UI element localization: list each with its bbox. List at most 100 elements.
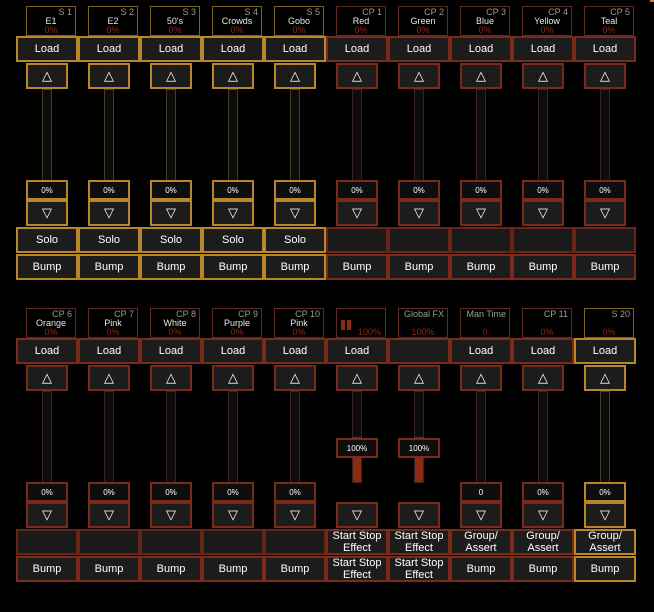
load-button[interactable]: [388, 338, 450, 364]
fader-down-button[interactable]: ▽: [522, 502, 564, 528]
bump-button[interactable]: Bump: [202, 254, 264, 280]
solo-button[interactable]: Solo: [78, 227, 140, 253]
load-button[interactable]: Load: [512, 338, 574, 364]
fader-up-button[interactable]: △: [336, 63, 378, 89]
fader-track[interactable]: [414, 391, 424, 483]
fader-track[interactable]: [42, 89, 52, 181]
load-button[interactable]: Load: [512, 36, 574, 62]
fader-track[interactable]: [352, 391, 362, 483]
bump-button[interactable]: Start Stop Effect: [326, 556, 388, 582]
fader-down-button[interactable]: ▽: [150, 502, 192, 528]
fader-up-button[interactable]: △: [460, 63, 502, 89]
load-button[interactable]: Load: [78, 36, 140, 62]
fader-down-button[interactable]: ▽: [460, 200, 502, 226]
fader-down-button[interactable]: ▽: [336, 502, 378, 528]
bump-button[interactable]: Bump: [512, 556, 574, 582]
fader-down-button[interactable]: ▽: [460, 502, 502, 528]
fader-up-button[interactable]: △: [398, 365, 440, 391]
solo-button[interactable]: Solo: [16, 227, 78, 253]
solo-button[interactable]: Solo: [264, 227, 326, 253]
load-button[interactable]: Load: [574, 36, 636, 62]
load-button[interactable]: Load: [450, 338, 512, 364]
bump-button[interactable]: Bump: [140, 556, 202, 582]
load-button[interactable]: Load: [16, 36, 78, 62]
fader-up-button[interactable]: △: [584, 365, 626, 391]
fader-up-button[interactable]: △: [274, 63, 316, 89]
bump-button[interactable]: Bump: [512, 254, 574, 280]
fader-down-button[interactable]: ▽: [584, 200, 626, 226]
solo-button[interactable]: Start Stop Effect: [388, 529, 450, 555]
fader-down-button[interactable]: ▽: [522, 200, 564, 226]
fader-down-button[interactable]: ▽: [212, 502, 254, 528]
fader-down-button[interactable]: ▽: [584, 502, 626, 528]
load-button[interactable]: Load: [264, 36, 326, 62]
bump-button[interactable]: Bump: [450, 254, 512, 280]
fader-track[interactable]: [600, 89, 610, 181]
bump-button[interactable]: Bump: [16, 556, 78, 582]
bump-button[interactable]: Bump: [16, 254, 78, 280]
fader-down-button[interactable]: ▽: [212, 200, 254, 226]
fader-up-button[interactable]: △: [460, 365, 502, 391]
fader-track[interactable]: [538, 391, 548, 483]
fader-track[interactable]: [166, 391, 176, 483]
bump-button[interactable]: Bump: [450, 556, 512, 582]
load-button[interactable]: Load: [202, 36, 264, 62]
bump-button[interactable]: Start Stop Effect: [388, 556, 450, 582]
bump-button[interactable]: Bump: [140, 254, 202, 280]
fader-track[interactable]: [228, 391, 238, 483]
bump-button[interactable]: Bump: [388, 254, 450, 280]
fader-down-button[interactable]: ▽: [88, 502, 130, 528]
solo-button[interactable]: Group/ Assert: [512, 529, 574, 555]
load-button[interactable]: Load: [326, 36, 388, 62]
fader-track[interactable]: [290, 89, 300, 181]
bump-button[interactable]: Bump: [326, 254, 388, 280]
load-button[interactable]: Load: [326, 338, 388, 364]
bump-button[interactable]: Bump: [264, 254, 326, 280]
fader-track[interactable]: [352, 89, 362, 181]
fader-track[interactable]: [538, 89, 548, 181]
fader-up-button[interactable]: △: [212, 365, 254, 391]
load-button[interactable]: Load: [450, 36, 512, 62]
load-button[interactable]: Load: [16, 338, 78, 364]
fader-up-button[interactable]: △: [398, 63, 440, 89]
fader-track[interactable]: [414, 89, 424, 181]
fader-up-button[interactable]: △: [336, 365, 378, 391]
fader-track[interactable]: [290, 391, 300, 483]
fader-down-button[interactable]: ▽: [150, 200, 192, 226]
fader-track[interactable]: [166, 89, 176, 181]
bump-button[interactable]: Bump: [574, 254, 636, 280]
fader-track[interactable]: [600, 391, 610, 483]
fader-up-button[interactable]: △: [88, 365, 130, 391]
fader-down-button[interactable]: ▽: [26, 200, 68, 226]
fader-up-button[interactable]: △: [150, 63, 192, 89]
fader-up-button[interactable]: △: [522, 365, 564, 391]
bump-button[interactable]: Bump: [202, 556, 264, 582]
fader-up-button[interactable]: △: [26, 365, 68, 391]
fader-track[interactable]: [104, 391, 114, 483]
solo-button[interactable]: Solo: [140, 227, 202, 253]
bump-button[interactable]: Bump: [574, 556, 636, 582]
fader-down-button[interactable]: ▽: [88, 200, 130, 226]
fader-up-button[interactable]: △: [88, 63, 130, 89]
fader-down-button[interactable]: ▽: [274, 200, 316, 226]
fader-track[interactable]: [228, 89, 238, 181]
fader-down-button[interactable]: ▽: [26, 502, 68, 528]
bump-button[interactable]: Bump: [264, 556, 326, 582]
load-button[interactable]: Load: [140, 36, 202, 62]
fader-up-button[interactable]: △: [212, 63, 254, 89]
load-button[interactable]: Load: [140, 338, 202, 364]
fader-up-button[interactable]: △: [522, 63, 564, 89]
bump-button[interactable]: Bump: [78, 556, 140, 582]
load-button[interactable]: Load: [78, 338, 140, 364]
fader-up-button[interactable]: △: [584, 63, 626, 89]
fader-track[interactable]: [104, 89, 114, 181]
solo-button[interactable]: Solo: [202, 227, 264, 253]
fader-track[interactable]: [42, 391, 52, 483]
load-button[interactable]: Load: [202, 338, 264, 364]
load-button[interactable]: Load: [574, 338, 636, 364]
fader-up-button[interactable]: △: [150, 365, 192, 391]
fader-up-button[interactable]: △: [274, 365, 316, 391]
fader-down-button[interactable]: ▽: [398, 502, 440, 528]
fader-down-button[interactable]: ▽: [336, 200, 378, 226]
bump-button[interactable]: Bump: [78, 254, 140, 280]
